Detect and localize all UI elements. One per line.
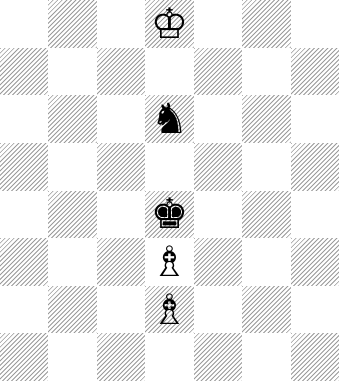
board-square[interactable]	[242, 238, 290, 286]
board-square[interactable]	[97, 95, 145, 143]
board-square[interactable]	[242, 95, 290, 143]
board-square[interactable]: ♔	[145, 0, 193, 48]
black-king-icon[interactable]: ♚	[151, 193, 189, 235]
board-square[interactable]	[0, 0, 48, 48]
board-square[interactable]	[291, 143, 339, 191]
board-square[interactable]	[48, 48, 96, 96]
board-square[interactable]	[194, 238, 242, 286]
white-bishop-icon[interactable]: ♗	[151, 241, 189, 283]
board-square[interactable]	[291, 48, 339, 96]
board-square[interactable]	[291, 286, 339, 334]
board-square[interactable]	[145, 333, 193, 381]
board-square[interactable]	[48, 286, 96, 334]
board-square[interactable]	[242, 0, 290, 48]
board-square[interactable]: ♚	[145, 191, 193, 239]
board-square[interactable]	[242, 286, 290, 334]
board-square[interactable]	[97, 0, 145, 48]
board-square[interactable]	[291, 238, 339, 286]
board-square[interactable]	[0, 143, 48, 191]
black-knight-icon[interactable]: ♞	[151, 98, 189, 140]
board-square[interactable]	[48, 333, 96, 381]
board-square[interactable]	[194, 143, 242, 191]
board-square[interactable]	[242, 48, 290, 96]
board-square[interactable]	[0, 238, 48, 286]
board-square[interactable]	[97, 238, 145, 286]
board-square[interactable]	[97, 286, 145, 334]
board-square[interactable]	[48, 191, 96, 239]
board-square[interactable]	[97, 48, 145, 96]
board-square[interactable]	[97, 143, 145, 191]
board-square[interactable]	[194, 95, 242, 143]
board-square[interactable]	[194, 191, 242, 239]
board-square[interactable]	[194, 333, 242, 381]
board-square[interactable]	[0, 333, 48, 381]
board-square[interactable]: ♗	[145, 286, 193, 334]
white-king-icon[interactable]: ♔	[151, 3, 189, 45]
board-square[interactable]	[291, 191, 339, 239]
board-square[interactable]	[145, 48, 193, 96]
board-square[interactable]	[48, 238, 96, 286]
board-square[interactable]	[145, 143, 193, 191]
board-square[interactable]	[0, 48, 48, 96]
board-square[interactable]	[48, 95, 96, 143]
board-square[interactable]	[194, 48, 242, 96]
board-square[interactable]	[0, 286, 48, 334]
board-square[interactable]	[194, 0, 242, 48]
board-square[interactable]	[291, 95, 339, 143]
board-square[interactable]: ♞	[145, 95, 193, 143]
board-square[interactable]	[97, 333, 145, 381]
board-square[interactable]	[48, 0, 96, 48]
white-bishop-icon[interactable]: ♗	[151, 289, 189, 331]
board-square[interactable]	[291, 0, 339, 48]
board-square[interactable]	[242, 333, 290, 381]
board-square[interactable]	[48, 143, 96, 191]
board-square[interactable]	[0, 191, 48, 239]
board-square[interactable]	[242, 191, 290, 239]
board-square[interactable]	[194, 286, 242, 334]
board-square[interactable]	[291, 333, 339, 381]
board-square[interactable]	[0, 95, 48, 143]
board-square[interactable]	[97, 191, 145, 239]
board-square[interactable]	[242, 143, 290, 191]
board-square[interactable]: ♗	[145, 238, 193, 286]
